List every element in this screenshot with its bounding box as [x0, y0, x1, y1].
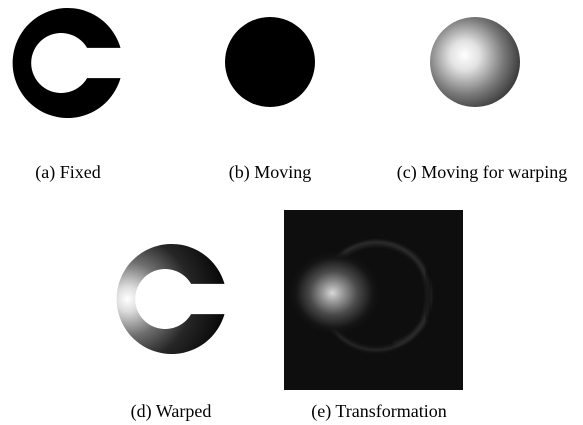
panel-moving-for-warping: [405, 0, 545, 130]
fixed-c-shape-image: [12, 7, 121, 119]
panel-moving: [200, 0, 340, 130]
panel-warped: [104, 244, 234, 374]
caption-transformation: (e) Transformation: [311, 401, 447, 421]
panel-fixed: [0, 0, 130, 130]
warped-c-shape-image: [116, 244, 225, 354]
caption-fixed: (a) Fixed: [35, 162, 101, 182]
caption-moving: (b) Moving: [228, 162, 312, 182]
shaded-sphere-image: [430, 17, 520, 107]
caption-moving-for-warping: (c) Moving for warping: [396, 162, 568, 182]
transformation-field-image: [284, 210, 463, 390]
caption-warped: (d) Warped: [130, 401, 212, 421]
moving-disc-image: [225, 17, 315, 107]
panel-transformation: [284, 210, 463, 390]
